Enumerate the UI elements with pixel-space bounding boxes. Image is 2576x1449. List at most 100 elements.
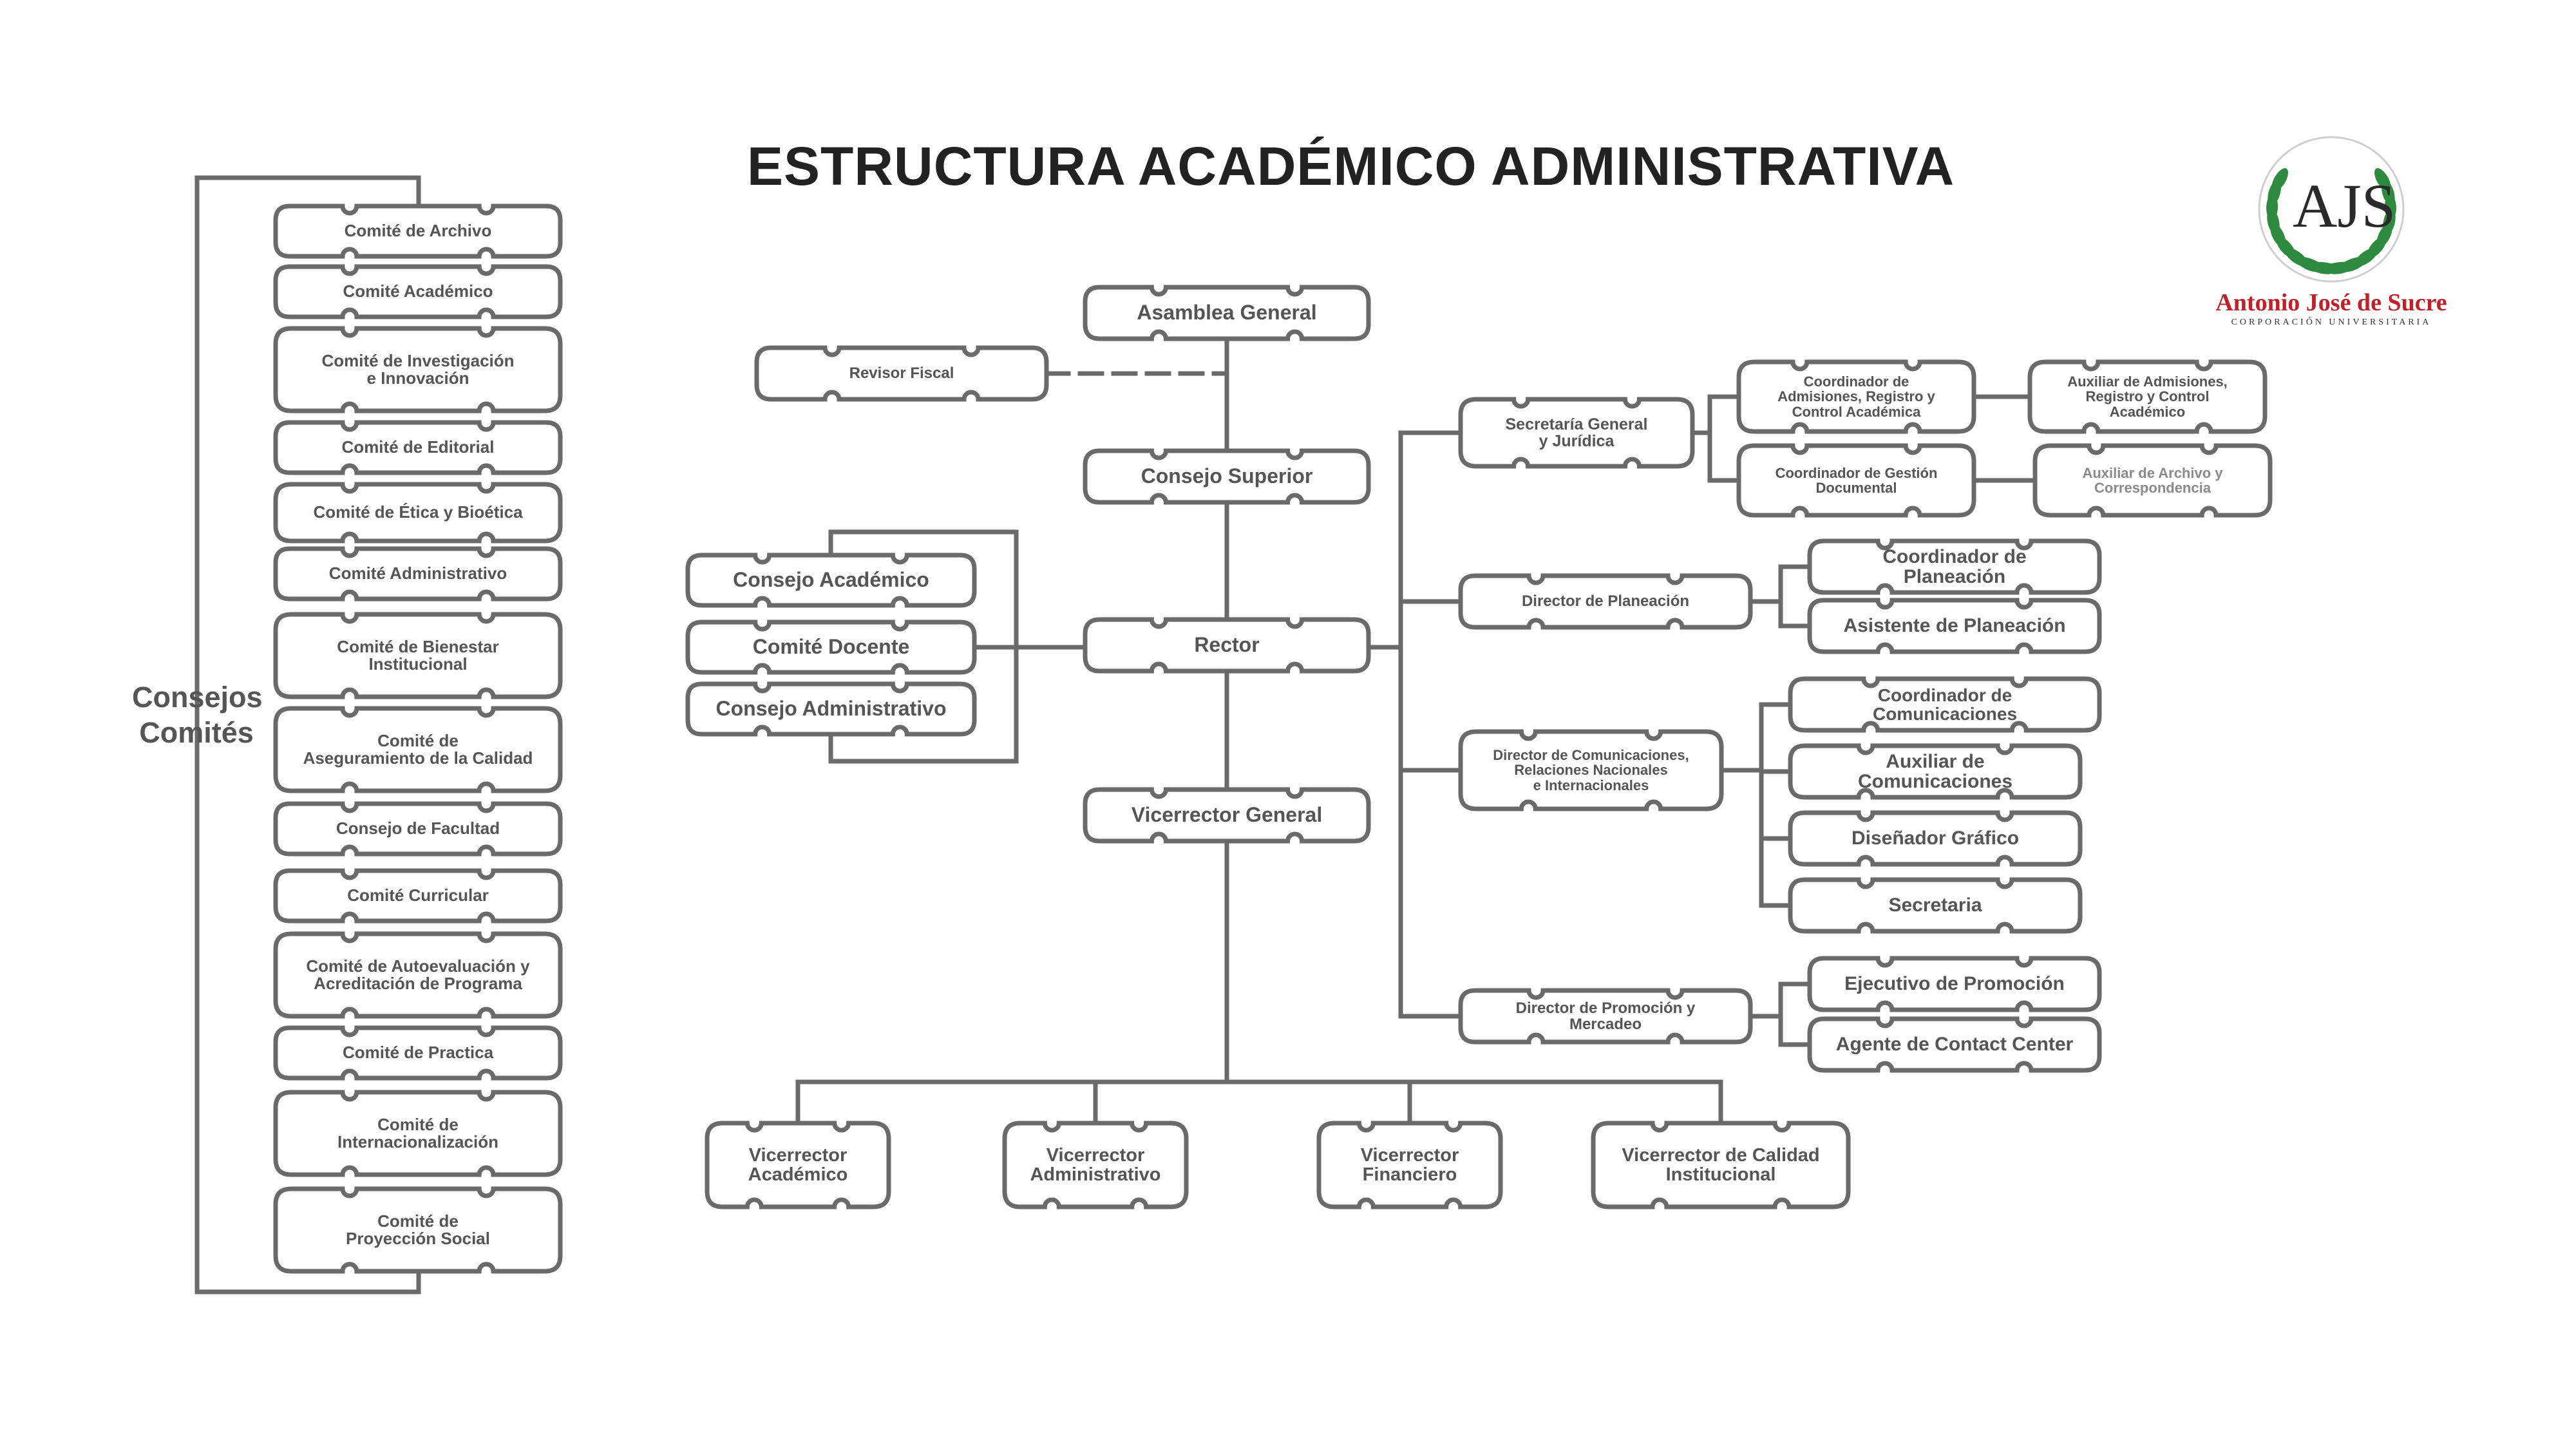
logo-name: Antonio José de Sucre [2215,289,2447,316]
node-shape-committee-2 [273,326,563,413]
node-agente_contact: Agente de Contact Center [1810,1019,2099,1070]
page-title: ESTRUCTURA ACADÉMICO ADMINISTRATIVA [747,136,1955,196]
node-coord_gestion: Coordinador de Gestión Documental [1739,446,1974,515]
node-committee-10: Comité de Autoevaluación y Acreditación … [276,934,560,1016]
node-label-coord_comunicaciones: Coordinador de Comunicaciones [1872,685,2018,724]
node-shape-asist_planeacion [1807,598,2102,654]
node-committee-13: Comité de Proyección Social [276,1189,560,1271]
node-label-vicerrector_general: Vicerrector General [1131,803,1323,827]
node-shape-vice_financiero [1316,1121,1503,1209]
node-committee-4: Comité de Ética y Bioética [276,484,560,541]
node-aux_admisiones: Auxiliar de Admisiones, Registro y Contr… [2030,362,2265,431]
node-committee-0: Comité de Archivo [276,206,560,256]
node-label-coord_planeacion: Coordinador de Planeación [1882,545,2027,587]
node-revisor: Revisor Fiscal [757,348,1046,399]
node-shape-coord_comunicaciones [1788,676,2102,733]
node-label-vice_administrativo: Vicerrector Administrativo [1030,1144,1161,1185]
node-label-consejo_administrativo: Consejo Administrativo [715,697,947,721]
node-label-revisor: Revisor Fiscal [849,365,954,383]
node-label-committee-5: Comité Administrativo [328,564,507,583]
node-label-asamblea: Asamblea General [1137,301,1317,325]
node-consejo_academico: Consejo Académico [688,555,974,605]
node-shape-committee-10 [273,931,563,1019]
node-secretaria: Secretaria [1790,880,2080,931]
node-label-committee-6: Comité de Bienestar Institucional [337,636,499,674]
node-label-aux_admisiones: Auxiliar de Admisiones, Registro y Contr… [2067,374,2228,420]
node-shape-committee-13 [273,1186,563,1274]
node-shape-dir_comunicaciones [1458,729,1724,811]
node-shape-coord_planeacion [1807,538,2102,595]
node-label-consejo_superior: Consejo Superior [1141,464,1313,488]
node-shape-committee-11 [273,1025,563,1081]
node-coord_comunicaciones: Coordinador de Comunicaciones [1790,679,2099,730]
node-label-vice_calidad: Vicerrector de Calidad Institucional [1622,1144,1820,1185]
laurel-wreath-icon [2258,136,2405,283]
node-label-agente_contact: Agente de Contact Center [1835,1034,2074,1056]
node-shape-asamblea [1083,285,1371,341]
laurel-leaf [2374,168,2391,191]
node-shape-committee-5 [273,546,563,601]
node-shape-coord_admisiones [1736,359,1976,434]
node-committee-6: Comité de Bienestar Institucional [276,614,560,697]
node-asamblea: Asamblea General [1085,287,1368,339]
university-logo: AJS Antonio José de Sucre CORPORACIÓN UN… [2196,135,2467,328]
node-vice_academico: Vicerrector Académico [707,1123,889,1207]
node-label-aux_archivo: Auxiliar de Archivo y Correspondencia [2082,464,2223,496]
node-rector: Rector [1085,620,1368,671]
node-label-committee-3: Comité de Editorial [341,437,495,457]
node-shape-vice_administrativo [1002,1121,1189,1209]
node-aux_comunicaciones: Auxiliar de Comunicaciones [1790,746,2080,797]
comites-label: Comités [139,716,254,749]
node-label-dir_comunicaciones: Director de Comunicaciones, Relaciones N… [1493,747,1689,793]
node-committee-9: Comité Curricular [276,871,560,921]
node-label-rector: Rector [1194,633,1260,657]
node-label-committee-4: Comité de Ética y Bioética [313,502,523,522]
node-comite_docente: Comité Docente [688,622,974,672]
node-shape-committee-0 [273,204,563,259]
logo-subtitle: CORPORACIÓN UNIVERSITARIA [2231,317,2432,327]
node-label-committee-1: Comité Académico [343,281,493,301]
node-vice_calidad: Vicerrector de Calidad Institucional [1593,1123,1848,1207]
node-committee-5: Comité Administrativo [276,549,560,599]
node-shape-dir_planeacion [1458,573,1753,630]
node-aux_archivo: Auxiliar de Archivo y Correspondencia [2035,446,2270,515]
node-label-aux_comunicaciones: Auxiliar de Comunicaciones [1857,750,2013,792]
consejos-comites-label: Consejos Comités [132,679,263,750]
node-label-ejecutivo_promocion: Ejecutivo de Promoción [1844,973,2065,995]
node-label-consejo_academico: Consejo Académico [733,568,929,592]
node-shapes [273,204,2273,1274]
node-dir_promocion: Director de Promoción y Mercadeo [1461,990,1750,1042]
node-label-committee-10: Comité de Autoevaluación y Acreditación … [306,956,530,993]
node-dir_planeacion: Director de Planeación [1461,576,1750,627]
node-committee-8: Consejo de Facultad [276,804,560,854]
node-shape-aux_archivo [2032,443,2273,518]
node-shape-rector [1083,617,1371,674]
node-label-committee-12: Comité de Internacionalización [337,1114,498,1151]
node-label-coord_admisiones: Coordinador de Admisiones, Registro y Co… [1777,374,1935,420]
node-shape-coord_gestion [1736,443,1976,518]
node-shape-committee-12 [273,1090,563,1177]
node-label-comite_docente: Comité Docente [752,635,910,659]
node-label-dir_promocion: Director de Promoción y Mercadeo [1515,999,1696,1033]
logo-ring [2258,136,2405,283]
node-consejo_administrativo: Consejo Administrativo [688,684,974,734]
laurel-leaf [2271,168,2288,191]
node-asist_planeacion: Asistente de Planeación [1810,600,2099,652]
node-shape-committee-8 [273,801,563,857]
node-label-asist_planeacion: Asistente de Planeación [1843,615,2066,637]
node-committee-12: Comité de Internacionalización [276,1092,560,1175]
node-label-committee-8: Consejo de Facultad [336,819,500,838]
node-label-committee-11: Comité de Practica [342,1043,494,1063]
node-shape-vice_academico [705,1121,891,1209]
node-shape-agente_contact [1807,1016,2102,1073]
line-committees-bracket [194,175,421,1294]
node-shape-committee-3 [273,420,563,475]
node-label-vice_academico: Vicerrector Académico [748,1144,848,1185]
node-vice_financiero: Vicerrector Financiero [1319,1123,1501,1207]
node-label-secretaria_general: Secretaría General y Jurídica [1505,415,1648,450]
node-dir_comunicaciones: Director de Comunicaciones, Relaciones N… [1461,732,1721,809]
node-shape-secretaria [1788,877,2083,934]
node-shape-disenador [1788,810,2083,867]
node-shape-consejo_administrativo [685,681,977,737]
node-ejecutivo_promocion: Ejecutivo de Promoción [1810,958,2099,1010]
